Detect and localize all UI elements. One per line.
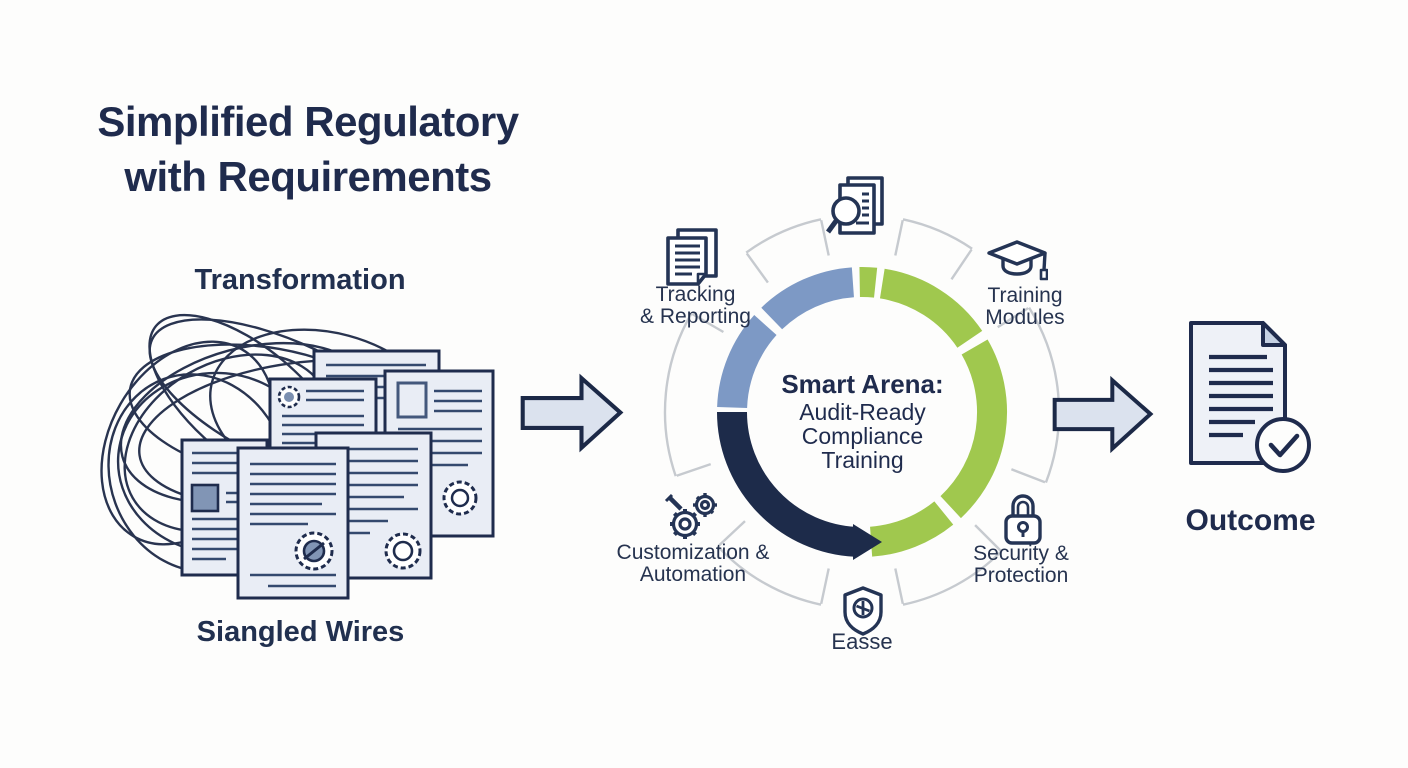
security-label-line2: Protection bbox=[973, 564, 1069, 587]
ring-segment-green-b bbox=[940, 339, 1007, 519]
tracking-label-line2: & Reporting bbox=[640, 305, 751, 328]
ring-arrowhead bbox=[853, 524, 882, 560]
customization-label-line2: Automation bbox=[639, 563, 747, 586]
security-label-line1: Security & bbox=[973, 542, 1069, 565]
ring-segment-green-c bbox=[869, 501, 954, 557]
document bbox=[268, 377, 378, 453]
ring-segment-blue-b bbox=[761, 267, 855, 330]
ring-segment-green-sliver bbox=[859, 266, 878, 298]
document-magnifier-icon bbox=[826, 176, 884, 235]
title-line1: Simplified Regulatory bbox=[97, 98, 519, 145]
transformation-label: Transformation bbox=[194, 264, 406, 296]
outcome-label: Outcome bbox=[1185, 504, 1316, 537]
document bbox=[383, 369, 495, 538]
title-line2: with Requirements bbox=[124, 153, 492, 200]
document-check-icon bbox=[1189, 321, 1311, 473]
ring-segment-green-a bbox=[879, 268, 983, 349]
large-gear bbox=[670, 509, 700, 539]
gear-seal bbox=[384, 532, 422, 570]
hub-line2: Compliance bbox=[801, 423, 924, 449]
ring-segment-navy bbox=[717, 411, 857, 557]
small-gear bbox=[693, 493, 717, 517]
outcome-arrow-icon bbox=[1052, 375, 1154, 454]
gear-seal bbox=[277, 385, 301, 409]
hub-line3: Training bbox=[821, 447, 904, 473]
graduation-cap-icon bbox=[987, 240, 1048, 281]
training-label-line1: Training bbox=[987, 284, 1063, 307]
gear-seal bbox=[442, 480, 478, 516]
document bbox=[236, 446, 350, 600]
hub-line1: Audit-Ready bbox=[799, 399, 926, 425]
ease-label: Easse bbox=[831, 629, 893, 654]
hub-center-text: Smart Arena: Audit-Ready Compliance Trai… bbox=[765, 370, 960, 472]
transform-arrow-icon bbox=[520, 373, 624, 453]
shield-check-icon bbox=[843, 586, 883, 636]
outer-segment-arcs bbox=[663, 218, 1061, 606]
training-label: Training Modules bbox=[945, 285, 1105, 329]
tangled-documents-illustration bbox=[100, 313, 495, 600]
ring-segments bbox=[717, 266, 1007, 557]
hub-heading: Smart Arena: bbox=[781, 369, 944, 399]
security-label: Security & Protection bbox=[938, 543, 1104, 587]
gears-icon bbox=[664, 493, 717, 539]
stamp-square bbox=[190, 483, 220, 513]
compliance-hub-ring bbox=[663, 218, 1061, 606]
customization-label-line1: Customization & bbox=[616, 541, 770, 564]
customization-label: Customization & Automation bbox=[602, 542, 784, 586]
padlock-icon bbox=[1004, 494, 1042, 545]
training-label-line2: Modules bbox=[985, 306, 1065, 329]
tracking-label: Tracking & Reporting bbox=[613, 284, 778, 328]
segment-tick-lines bbox=[676, 220, 1046, 604]
tracking-label-line1: Tracking bbox=[655, 283, 736, 306]
ring-segment-blue-a bbox=[717, 314, 777, 409]
page-title: Simplified Regulatory with Requirements bbox=[70, 94, 546, 204]
tangled-wires-label: Siangled Wires bbox=[196, 616, 405, 648]
gear-seal-denied bbox=[294, 531, 334, 571]
documents-stack-icon bbox=[666, 228, 718, 286]
